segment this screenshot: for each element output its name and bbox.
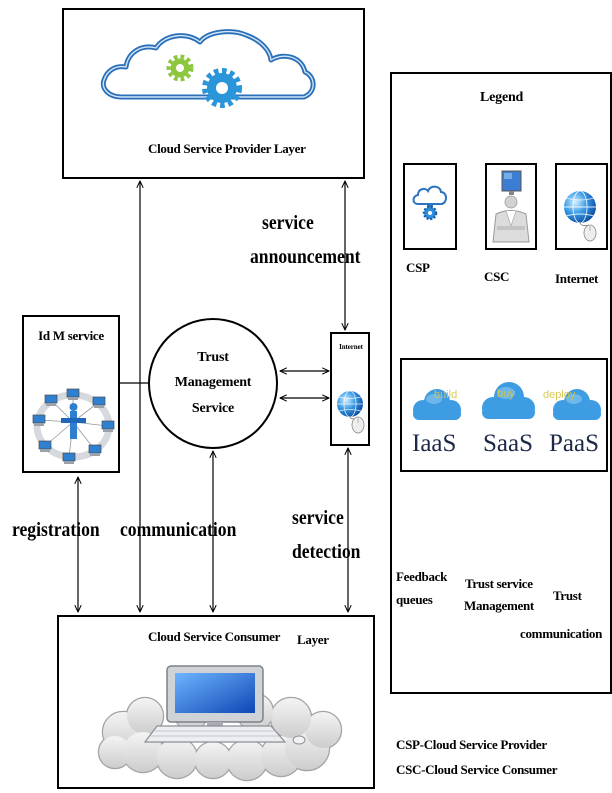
legend-trust-mgmt-line1: Trust service [465, 576, 533, 591]
service-detection-label-line2: detection [292, 541, 361, 563]
service-announcement-label-line1: service [262, 212, 314, 234]
cloud-icon [412, 185, 447, 221]
legend-feedback-line2: queues [396, 592, 433, 607]
service-announcement-label-line2: announcement [250, 246, 361, 268]
legend-trust-comm-line2: communication [520, 626, 603, 641]
abbreviation-csp: CSP-Cloud Service Provider [396, 737, 547, 752]
iaas-tag: build [434, 389, 458, 401]
legend-internet-box [555, 163, 608, 250]
trust-service-line2: Management [174, 375, 252, 390]
abbreviation-csc: CSC-Cloud Service Consumer [396, 762, 558, 777]
blue-gear-icon [202, 68, 242, 108]
trust-service-line3: Service [191, 401, 235, 416]
cloud-gears-icon [100, 29, 316, 108]
service-detection-label-line1: service [292, 507, 344, 529]
legend-csc-box [485, 163, 537, 250]
provider-layer-label: Cloud Service Provider Layer [148, 141, 306, 156]
idm-service-box [22, 315, 120, 473]
globe-icon [337, 390, 365, 434]
network-icon [32, 388, 115, 465]
communication-label: communication [120, 519, 237, 541]
legend-csp-box [403, 163, 457, 250]
service-models-box [400, 358, 608, 472]
trust-service-line1: Trust [197, 350, 229, 365]
internet-node-box [330, 332, 370, 446]
user-computer-icon [492, 170, 530, 243]
legend-box [390, 72, 612, 694]
saas-label: SaaS [483, 430, 533, 457]
legend-title: Legend [480, 90, 524, 105]
globe-icon [564, 190, 597, 242]
green-gear-icon [166, 54, 194, 82]
consumer-layer-label-suffix: Layer [297, 632, 329, 647]
monitor-icon [166, 665, 264, 727]
iaas-label: IaaS [412, 430, 457, 457]
consumer-layer-box [57, 615, 375, 789]
saas-cloud-icon [482, 382, 535, 419]
saas-tag: buy [497, 388, 515, 400]
paas-label: PaaS [549, 430, 599, 457]
internet-node-label: Internet [339, 343, 363, 351]
idm-service-label: Id M service [38, 328, 104, 343]
legend-feedback-line1: Feedback [396, 569, 448, 584]
paas-cloud-icon [553, 389, 601, 420]
keyboard-icon [143, 725, 287, 743]
provider-layer-box [62, 8, 365, 179]
legend-trust-mgmt-line2: Management [464, 598, 534, 613]
registration-label: registration [12, 519, 100, 541]
legend-trust-comm-line1: Trust [553, 588, 582, 603]
mouse-icon [292, 735, 306, 745]
legend-csc-label: CSC [484, 269, 510, 284]
trust-management-service-circle [148, 318, 278, 449]
paas-tag: deploy [543, 389, 576, 401]
desktop-computer-clouds-icon [97, 665, 343, 782]
legend-internet-label: Internet [555, 271, 599, 286]
legend-csp-label: CSP [406, 260, 430, 275]
iaas-cloud-icon [413, 389, 461, 420]
consumer-layer-label: Cloud Service Consumer [148, 629, 281, 644]
